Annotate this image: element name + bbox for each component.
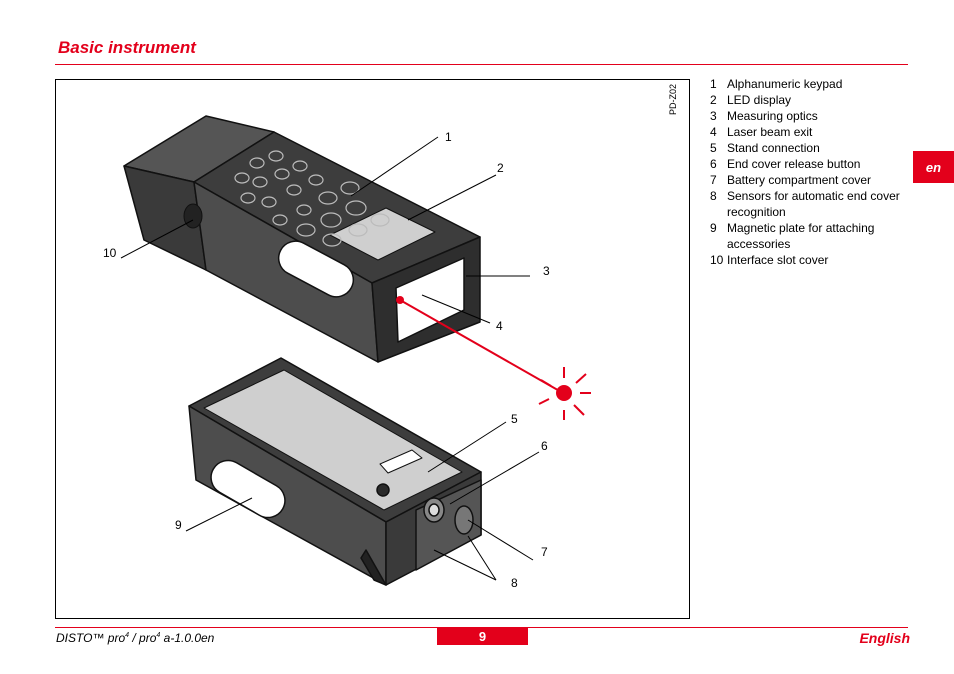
footer-rule [55,627,908,628]
figure-code: PD-Z02 [668,84,678,116]
device-top [123,115,481,363]
interface-slot [183,203,203,229]
callout-10: 10 [103,246,117,260]
callout-5: 5 [511,412,518,426]
callout-1: 1 [445,130,452,144]
callout-lines [120,136,540,581]
footer-language: English [859,630,910,646]
device-bottom [188,357,482,586]
callout-4: 4 [496,319,503,333]
header-rule [55,64,908,65]
callout-8: 8 [511,576,518,590]
page-title: Basic instrument [58,38,196,57]
language-tab: en [913,151,954,183]
laser-beam [396,296,591,420]
device-drawing [120,115,591,586]
keypad-keys [234,150,390,247]
device-illustration: 1 2 3 4 5 6 7 8 9 10 [55,79,690,619]
footer-product: DISTO™ pro4 / pro4 a-1.0.0en [56,631,215,645]
callout-3: 3 [543,264,550,278]
page-number: 9 [437,628,528,645]
callout-2: 2 [497,161,504,175]
callout-6: 6 [541,439,548,453]
callout-7: 7 [541,545,548,559]
callout-9: 9 [175,518,182,532]
